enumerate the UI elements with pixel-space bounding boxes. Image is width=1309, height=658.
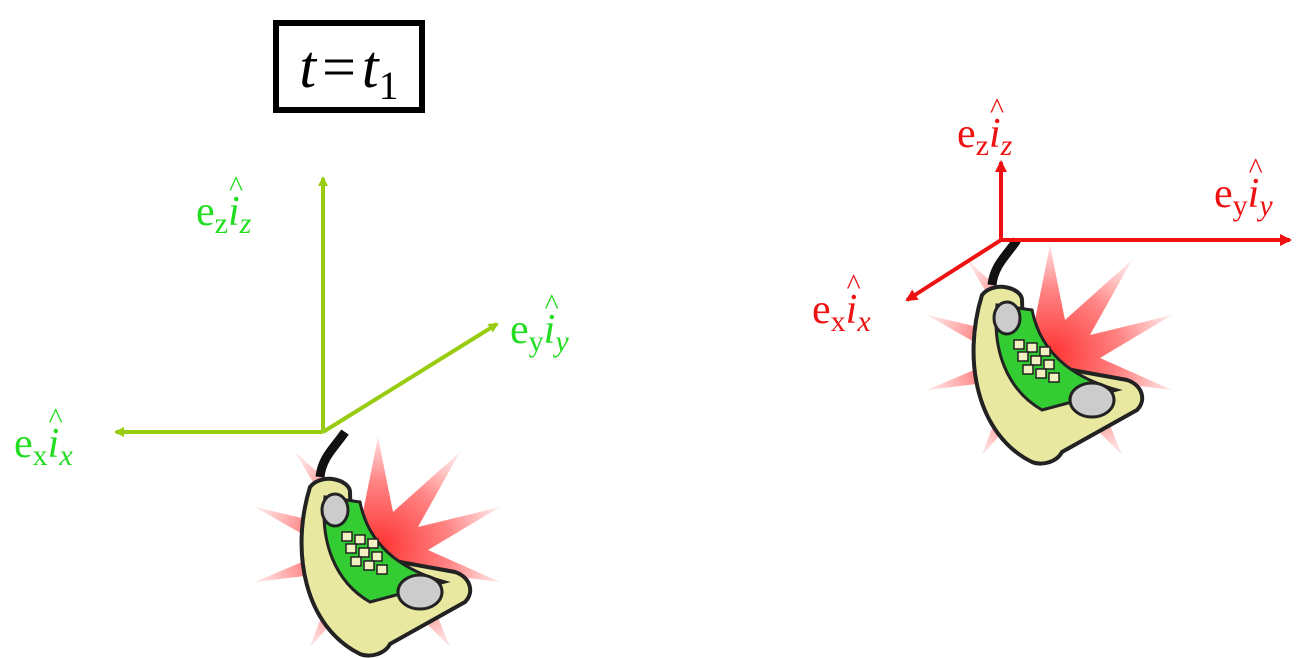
time-equation: t=t1 — [279, 32, 419, 106]
label-e: e — [510, 307, 529, 353]
unit-letter: i — [845, 287, 858, 333]
label-e-subscript: z — [975, 129, 989, 162]
label-e: e — [957, 111, 976, 157]
label-e: e — [14, 421, 33, 467]
unit-letter: i — [1247, 171, 1260, 217]
hat-accent: ^ — [228, 170, 244, 203]
equals-sign: = — [322, 34, 356, 100]
time-variable: t — [299, 34, 317, 100]
unit-vector: ^iy — [543, 288, 569, 357]
hat-accent: ^ — [846, 268, 861, 301]
unit-subscript: x — [59, 439, 73, 472]
right-phone-icon — [922, 237, 1177, 466]
label-e-subscript: x — [830, 305, 846, 338]
unit-letter: i — [988, 111, 1001, 157]
left-y-axis-label: ey^iy — [510, 288, 569, 357]
unit-subscript: z — [239, 207, 252, 240]
unit-subscript: z — [1000, 129, 1013, 162]
unit-letter: i — [227, 189, 240, 235]
label-e-subscript: z — [214, 207, 228, 240]
time-subscript: 1 — [378, 63, 399, 108]
label-e: e — [1214, 171, 1233, 217]
label-e-subscript: y — [1232, 189, 1248, 222]
unit-vector: ^iz — [988, 92, 1012, 161]
hat-accent: ^ — [989, 92, 1005, 125]
hat-accent: ^ — [1248, 152, 1263, 185]
hat-accent: ^ — [544, 288, 559, 321]
hat-accent: ^ — [48, 402, 63, 435]
left-x-axis-label: ex^ix — [14, 402, 73, 471]
right-y-axis-label: ey^iy — [1214, 152, 1273, 221]
right-x-axis-label: ex^ix — [812, 268, 871, 337]
unit-vector: ^ix — [47, 402, 73, 471]
unit-vector: ^iz — [227, 170, 251, 239]
left-phone-icon — [250, 429, 505, 658]
unit-vector: ^iy — [1247, 152, 1273, 221]
label-e-subscript: y — [528, 325, 544, 358]
left-z-axis-label: ez^iz — [196, 170, 251, 239]
left-y-axis — [321, 322, 499, 434]
label-e-subscript: x — [32, 439, 48, 472]
right-x-axis — [905, 238, 1003, 302]
right-z-axis-label: ez^iz — [957, 92, 1012, 161]
time-value: t — [361, 34, 379, 100]
unit-subscript: x — [857, 305, 871, 338]
label-e: e — [812, 287, 831, 333]
unit-letter: i — [47, 421, 60, 467]
unit-subscript: y — [555, 325, 569, 358]
time-label-box: t=t1 — [273, 20, 425, 113]
unit-subscript: y — [1259, 189, 1273, 222]
label-e: e — [196, 189, 215, 235]
unit-vector: ^ix — [845, 268, 871, 337]
unit-letter: i — [543, 307, 556, 353]
